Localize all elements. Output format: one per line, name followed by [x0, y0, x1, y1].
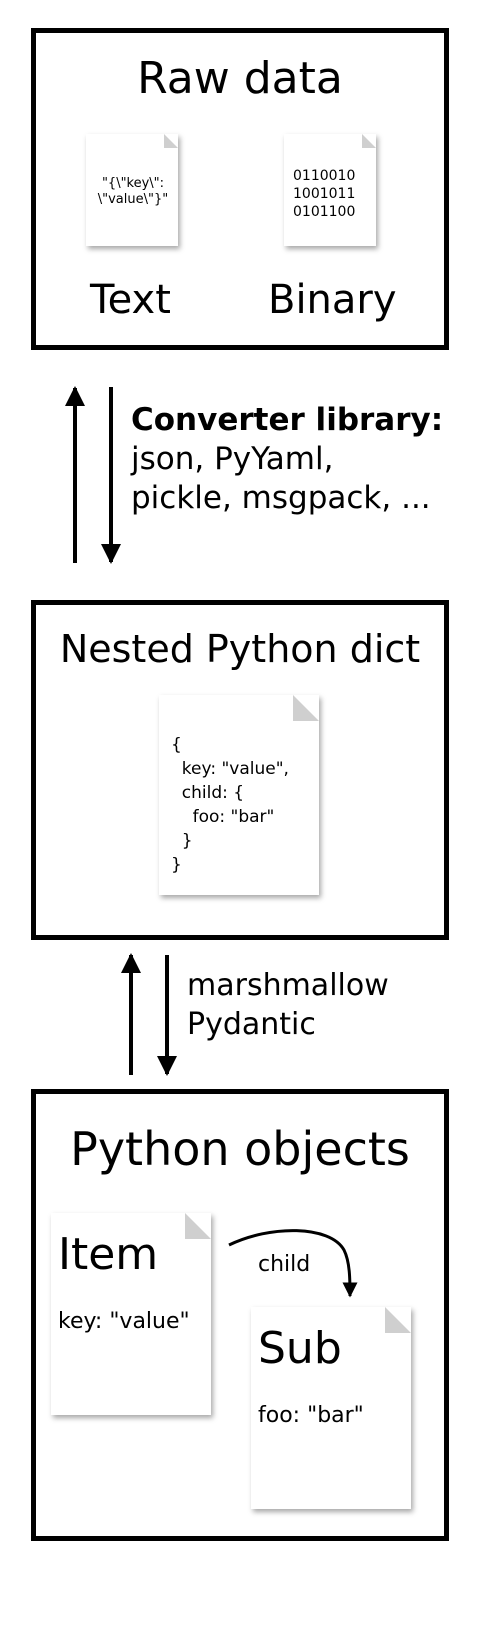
- python-objects-box: Python objects Item key: "value" child S…: [31, 1089, 449, 1541]
- binary-label: Binary: [268, 277, 397, 323]
- binary-document-icon: 0110010 1001011 0101100: [284, 134, 376, 246]
- child-relation-label: child: [258, 1252, 311, 1277]
- text-document-content: "{\"key\": \"value\"}": [97, 176, 169, 207]
- dict-document-icon: { key: "value", child: { foo: "bar" } }: [159, 695, 319, 895]
- item-attribute: key: "value": [58, 1309, 190, 1334]
- binary-document-content: 0110010 1001011 0101100: [293, 168, 356, 220]
- converter-heading: Converter library:: [131, 402, 444, 438]
- python-objects-title: Python objects: [70, 1122, 410, 1176]
- item-class-name: Item: [58, 1229, 159, 1280]
- nested-dict-box: Nested Python dict { key: "value", child…: [31, 600, 449, 940]
- raw-data-title: Raw data: [137, 53, 343, 104]
- sub-document-icon: Sub foo: "bar": [251, 1307, 411, 1509]
- converter-line-2: pickle, msgpack, ...: [131, 480, 431, 516]
- text-document-icon: "{\"key\": \"value\"}": [86, 134, 178, 246]
- sub-attribute: foo: "bar": [258, 1403, 364, 1428]
- converter-line-1: json, PyYaml,: [131, 441, 334, 477]
- dict-document-content: { key: "value", child: { foo: "bar" } }: [171, 735, 289, 875]
- text-label: Text: [90, 277, 171, 323]
- validator-line-1: marshmallow: [187, 968, 389, 1003]
- item-document-icon: Item key: "value": [51, 1213, 211, 1415]
- raw-data-box: Raw data "{\"key\": \"value\"}" 0110010 …: [31, 28, 449, 350]
- sub-class-name: Sub: [258, 1323, 342, 1374]
- child-curved-arrow: [228, 1229, 358, 1298]
- nested-dict-title: Nested Python dict: [59, 627, 421, 671]
- validator-line-2: Pydantic: [187, 1007, 316, 1042]
